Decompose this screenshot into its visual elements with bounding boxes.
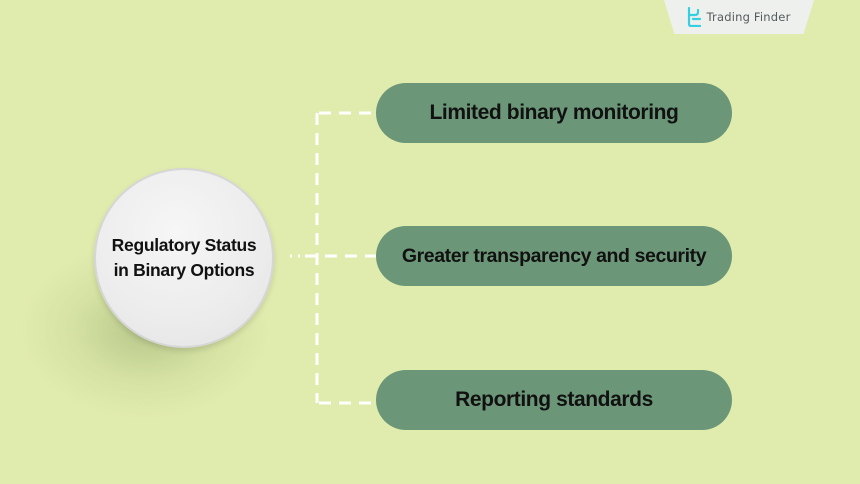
branch-label-3: Reporting standards <box>455 388 653 411</box>
center-node: Regulatory Status in Binary Options <box>94 168 274 348</box>
branch-label-1: Limited binary monitoring <box>429 101 679 124</box>
branch-node-1: Limited binary monitoring <box>376 83 732 143</box>
branch-label-2: Greater transparency and security <box>401 244 707 267</box>
center-node-line-1: Regulatory Status <box>111 235 257 255</box>
branch-node-3: Reporting standards <box>376 370 732 430</box>
trading-finder-logo-icon <box>688 7 702 27</box>
center-node-line-2: in Binary Options <box>113 260 255 280</box>
branch-node-2: Greater transparency and security <box>376 226 732 286</box>
brand-name: Trading Finder <box>706 10 791 24</box>
brand-logo-tab: Trading Finder <box>664 0 814 34</box>
